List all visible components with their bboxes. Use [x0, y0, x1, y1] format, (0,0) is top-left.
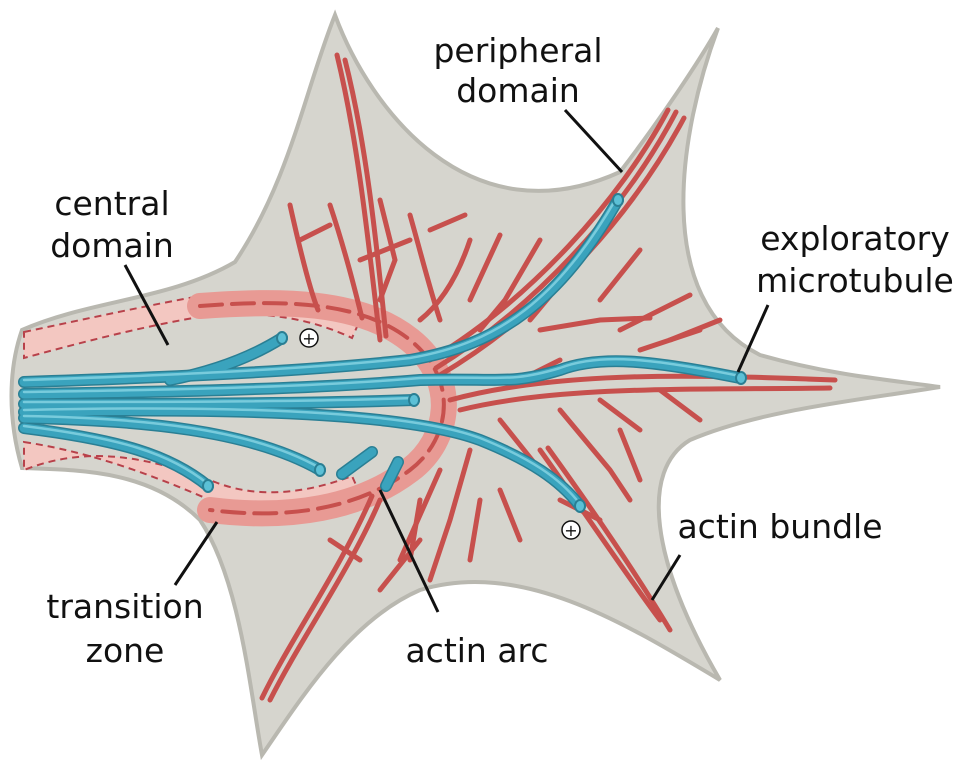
- label-exploratory-microtubule-line2: microtubule: [756, 261, 954, 300]
- label-peripheral-domain-line2: domain: [456, 71, 580, 110]
- label-actin-bundle: actin bundle: [677, 507, 882, 546]
- label-actin-arc: actin arc: [405, 631, 548, 670]
- svg-text:+: +: [302, 329, 315, 348]
- plus-end-marker-lower: +: [562, 521, 580, 540]
- label-central-domain-line2: domain: [50, 226, 174, 265]
- svg-text:+: +: [564, 521, 577, 540]
- label-central-domain-line1: central: [54, 184, 169, 223]
- label-transition-zone-line1: transition: [46, 587, 203, 626]
- label-exploratory-microtubule-line1: exploratory: [760, 219, 950, 258]
- plus-end-marker-upper: +: [300, 329, 318, 348]
- label-transition-zone-line2: zone: [86, 631, 165, 670]
- label-peripheral-domain-line1: peripheral: [433, 31, 602, 70]
